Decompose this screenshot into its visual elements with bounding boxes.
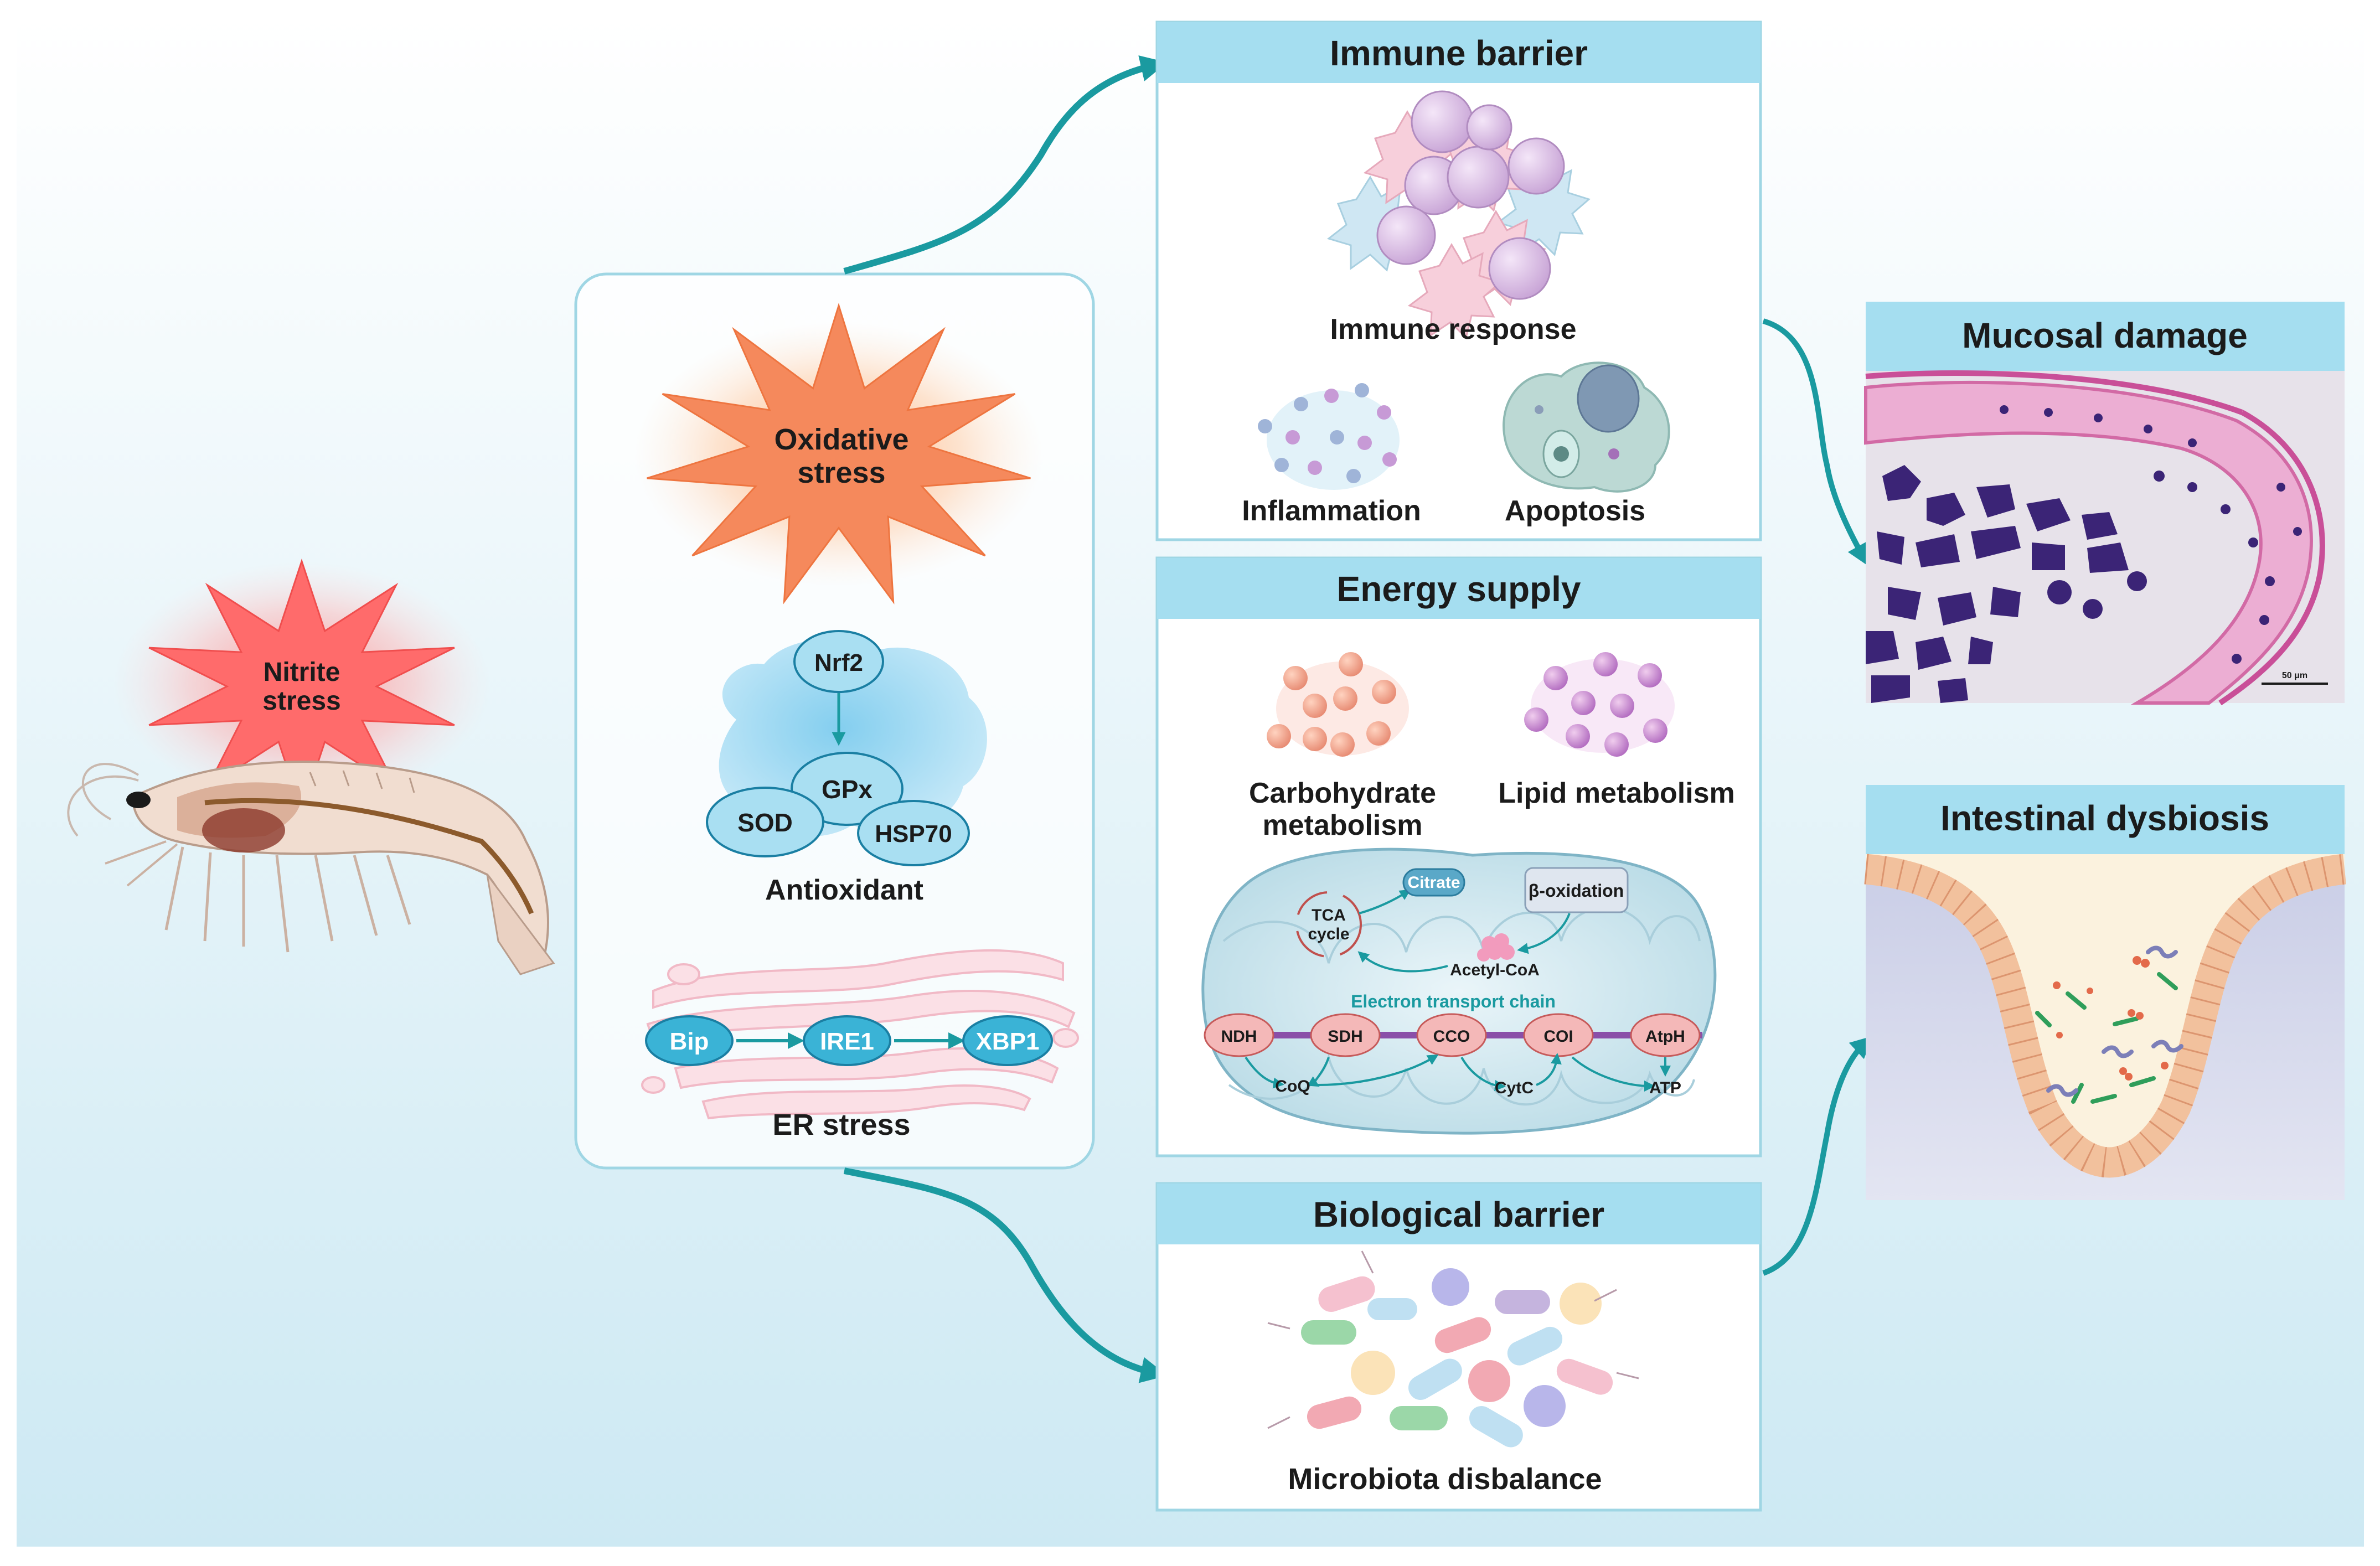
sdh-node [1310, 1013, 1381, 1057]
atph-node [1630, 1013, 1701, 1057]
beta-ox-to-acetyl-arrow [1517, 913, 1571, 954]
immune-response-label: Immune response [1330, 313, 1576, 345]
inflammation-particles [1258, 383, 1400, 490]
arrow-to-immune-barrier [843, 55, 1168, 275]
xbp1-node [962, 1015, 1053, 1066]
ndh-label: NDH [1221, 1027, 1257, 1046]
acetyl-coa-label: Acetyl-CoA [1450, 961, 1540, 979]
arrow-to-intestinal-dysbiosis [1762, 1036, 1873, 1276]
sod-label: SOD [737, 808, 793, 837]
acetyl-coa-cluster [1477, 933, 1515, 962]
cytc-to-coi-arrow [1536, 1053, 1562, 1086]
immune-barrier-panel: Immune barrier Immune response [1155, 20, 1762, 541]
antioxidant-cluster: Nrf2 GPx SOD HSP70 Antioxidant [706, 630, 987, 906]
coq-to-cco-arrow [1317, 1054, 1439, 1086]
er-stress-pathway: Bip IRE1 XBP1 ER stress [641, 949, 1079, 1141]
dysbiosis-panel-title: Intestinal dysbiosis [1940, 798, 2269, 838]
beta-oxidation-label: β-oxidation [1529, 881, 1624, 901]
ire1-node [803, 1015, 891, 1066]
carbohydrate-label-line1: Carbohydrate [1249, 777, 1436, 809]
sdh-label: SDH [1328, 1027, 1362, 1046]
hsp70-node [857, 800, 970, 866]
nrf2-node [793, 630, 884, 693]
scale-bar-label: 50 μm [2282, 671, 2307, 680]
energy-panel-title: Energy supply [1337, 569, 1581, 609]
intestinal-crypt-illustration [1864, 854, 2347, 1200]
nitrite-label-line1: Nitrite [264, 658, 340, 687]
oxidative-stress-burst: Oxidative stress [634, 302, 1044, 604]
bip-node [645, 1015, 734, 1066]
oxidative-label-line1: Oxidative [774, 423, 908, 456]
biological-barrier-panel: Biological barrier Microbiota disbalance [1155, 1182, 1762, 1512]
cco-node [1416, 1013, 1487, 1057]
energy-supply-panel: Energy supply Carbohydrate metabolism [1155, 556, 1762, 1157]
dysbiosis-panel-header [1866, 785, 2345, 854]
xbp1-label: XBP1 [976, 1028, 1040, 1055]
apoptosis-label: Apoptosis [1505, 495, 1645, 527]
immune-panel-title: Immune barrier [1330, 33, 1588, 73]
atph-label: AtpH [1645, 1027, 1685, 1046]
etc-label: Electron transport chain [1351, 991, 1556, 1011]
sdh-to-coq-arrow [1307, 1057, 1330, 1087]
inflammation-label: Inflammation [1242, 495, 1421, 527]
citrate-node [1402, 868, 1465, 897]
citrate-label: Citrate [1407, 874, 1460, 892]
energy-panel-header [1157, 558, 1761, 619]
apoptosis-cell [1503, 361, 1670, 493]
ndh-node [1204, 1013, 1274, 1057]
tca-cycle: TCA cycle [1295, 891, 1362, 958]
mucosal-panel-header [1866, 302, 2345, 371]
immune-cells-cluster [1326, 90, 1591, 339]
nitrite-label-line2: stress [262, 686, 340, 716]
tca-label-line1: TCA [1312, 906, 1346, 924]
mucosal-damage-panel: Mucosal damage [1864, 302, 2345, 706]
ire1-label: IRE1 [820, 1028, 874, 1055]
arrow-to-mucosal-damage [1762, 318, 1868, 566]
hsp70-label: HSP70 [875, 820, 952, 847]
intestinal-dysbiosis-panel: Intestinal dysbiosis [1864, 785, 2347, 1200]
antioxidant-label: Antioxidant [765, 874, 923, 906]
lipid-particles [1524, 652, 1675, 757]
nrf2-label: Nrf2 [814, 649, 863, 676]
er-stress-label: ER stress [772, 1108, 910, 1141]
cytc-label: CytC [1495, 1079, 1534, 1097]
tca-cycle-ring [1295, 891, 1362, 958]
microbiota-label: Microbiota disbalance [1288, 1462, 1602, 1496]
bio-panel-title: Biological barrier [1313, 1195, 1604, 1234]
atp-label: ATP [1649, 1079, 1681, 1097]
coi-to-atp-arrow [1571, 1056, 1655, 1092]
lipid-label: Lipid metabolism [1498, 777, 1735, 809]
carbohydrate-particles [1267, 652, 1409, 757]
sod-node [706, 787, 824, 857]
carbohydrate-label-line2: metabolism [1263, 809, 1423, 841]
bio-panel-header [1157, 1183, 1761, 1244]
bip-label: Bip [670, 1028, 709, 1055]
coq-label: CoQ [1275, 1077, 1310, 1095]
tca-to-citrate-arrow [1359, 889, 1411, 914]
ndh-to-coq-arrow [1245, 1056, 1284, 1089]
tca-label-line2: cycle [1308, 925, 1349, 943]
acetyl-to-tca-arrow [1357, 951, 1448, 973]
shrimp-illustration [67, 761, 555, 975]
microbiota-illustration [1267, 1250, 1639, 1448]
nitrite-stress-burst: Nitrite stress [113, 559, 490, 814]
histology-image: 50 μm [1864, 370, 2345, 706]
cco-label: CCO [1433, 1027, 1470, 1046]
beta-oxidation-node [1524, 867, 1629, 913]
oxidative-label-line2: stress [797, 456, 885, 489]
coi-label: COI [1543, 1027, 1573, 1046]
mucosal-panel-title: Mucosal damage [1962, 316, 2248, 355]
gpx-label: GPx [822, 775, 873, 804]
gpx-node [791, 752, 904, 826]
immune-panel-header [1157, 22, 1761, 83]
arrow-to-biological-barrier [843, 1167, 1168, 1383]
cco-to-cytc-arrow [1460, 1057, 1506, 1091]
